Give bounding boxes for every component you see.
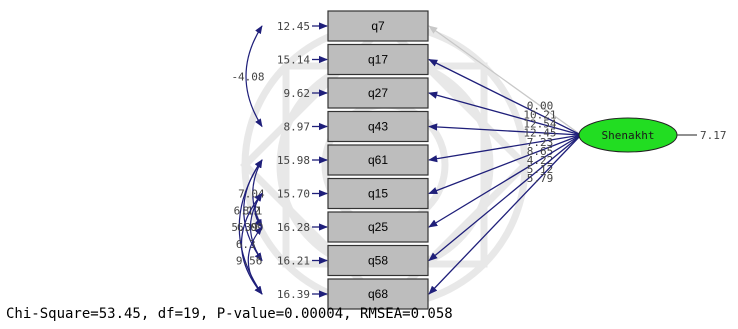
- loading-value: 5.79: [527, 172, 554, 185]
- covariance-value: -4.08: [231, 70, 264, 83]
- error-value: 15.14: [277, 54, 310, 67]
- error-variance-q17: 15.14: [277, 54, 328, 67]
- covariance-value: 9.56: [236, 255, 263, 268]
- error-variance-q68: 16.39: [277, 288, 328, 301]
- covariance-value: 6.3: [236, 238, 256, 251]
- loading-path-q17: 10.21: [428, 58, 582, 136]
- error-value: 16.28: [277, 221, 310, 234]
- indicator-q58: q58: [327, 244, 429, 277]
- error-value: 15.98: [277, 154, 310, 167]
- loading-path-q27: 12.54: [428, 91, 582, 136]
- latent-name: Shenakht: [602, 129, 655, 142]
- indicator-box: [327, 77, 429, 109]
- loading-arrow: [428, 123, 582, 136]
- loading-arrow: [428, 134, 582, 228]
- loading-path-q15: 8.65: [428, 134, 582, 195]
- indicator-box: [327, 244, 429, 277]
- loading-path-q61: 7.23: [428, 134, 582, 163]
- loading-arrow: [428, 134, 582, 163]
- indicator-label: q25: [368, 220, 388, 234]
- loading-value: 5.12: [527, 163, 554, 176]
- loading-arrow: [428, 134, 582, 195]
- indicator-box: [327, 110, 429, 143]
- indicator-label: q68: [368, 287, 388, 301]
- loading-arrow: [428, 58, 582, 136]
- indicator-box: [327, 144, 429, 176]
- error-value: 8.97: [284, 121, 311, 134]
- loading-path-q68: 5.79: [428, 134, 582, 295]
- loading-arrow: [428, 25, 582, 136]
- error-value: 9.62: [284, 87, 311, 100]
- covariance-arc: [247, 226, 263, 295]
- latent-variance-value: 7.17: [700, 129, 727, 142]
- indicator-label: q43: [368, 120, 388, 134]
- indicator-q43: q43: [327, 110, 429, 143]
- covariance-arc: [245, 25, 263, 128]
- loading-value: 10.21: [523, 109, 556, 122]
- loading-value: 0.00: [527, 100, 554, 113]
- error-value: 16.21: [277, 255, 310, 268]
- indicator-label: q15: [368, 187, 388, 201]
- covariance-value: 6.09: [237, 221, 264, 234]
- error-value: 15.70: [277, 188, 310, 201]
- indicator-box: [327, 10, 429, 42]
- loading-arrow: [428, 134, 582, 262]
- indicator-box: [327, 211, 429, 243]
- error-variance-q61: 15.98: [277, 154, 328, 167]
- fit-statistics: Chi-Square=53.45, df=19, P-value=0.00004…: [6, 306, 453, 322]
- latent-factor: Shenakht 7.17: [578, 117, 727, 153]
- indicator-q68: q68: [327, 278, 429, 310]
- loading-path-q58: 5.12: [428, 134, 582, 262]
- error-value: 12.45: [277, 20, 310, 33]
- indicator-q61: q61: [327, 144, 429, 176]
- indicator-box: [327, 177, 429, 210]
- indicator-q17: q17: [327, 43, 429, 76]
- error-variance-q43: 8.97: [284, 121, 328, 134]
- error-covariance: -4.08: [231, 25, 265, 128]
- error-variance-q25: 16.28: [277, 221, 328, 234]
- error-variance-q7: 12.45: [277, 20, 328, 33]
- indicator-box: [327, 43, 429, 76]
- indicator-label: q27: [368, 86, 388, 100]
- loading-path-q43: 12.45: [428, 123, 582, 140]
- indicator-q15: q15: [327, 177, 429, 210]
- loading-path-q7: 0.00: [428, 25, 582, 136]
- error-covariance: 9.56: [236, 226, 263, 295]
- indicator-label: q7: [371, 19, 385, 33]
- loading-value: 8.65: [527, 145, 554, 158]
- loading-value: 7.23: [527, 136, 554, 149]
- indicator-q7: q7: [327, 10, 429, 42]
- indicator-label: q58: [368, 254, 388, 268]
- error-variance-q15: 15.70: [277, 188, 328, 201]
- error-value: 16.39: [277, 288, 310, 301]
- loading-arrow: [428, 134, 582, 295]
- indicator-box: [327, 278, 429, 310]
- indicator-q27: q27: [327, 77, 429, 109]
- loading-arrow: [428, 91, 582, 136]
- error-variance-q27: 9.62: [284, 87, 328, 100]
- loading-value: 12.45: [523, 127, 556, 140]
- indicator-q25: q25: [327, 211, 429, 243]
- error-variance-q58: 16.21: [277, 255, 328, 268]
- indicator-label: q17: [368, 53, 388, 67]
- loading-value: 12.54: [523, 118, 556, 131]
- indicator-label: q61: [368, 153, 388, 167]
